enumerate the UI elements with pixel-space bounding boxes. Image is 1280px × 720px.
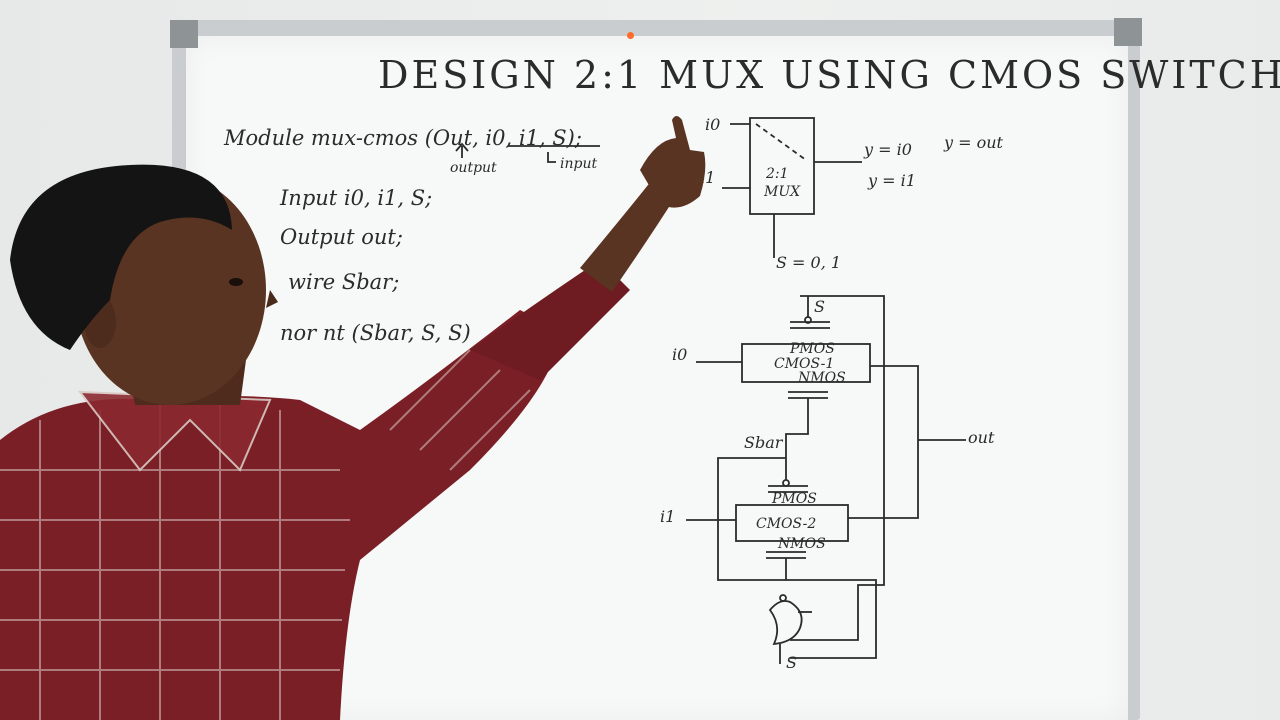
code-output-note: output — [450, 160, 497, 176]
cmos1-top-label: PMOS — [789, 341, 835, 357]
board-corner-top-left — [170, 20, 198, 48]
cmos1-nmos-gate — [785, 391, 828, 458]
code-input-note: input — [560, 156, 597, 172]
cmos2-name: CMOS-2 — [756, 516, 816, 532]
input-arrow — [547, 152, 556, 163]
mux-input-i0-label: i0 — [705, 115, 720, 134]
cmos2-input-label: i1 — [660, 507, 675, 526]
code-input-decl: Input i0, i1, S; — [279, 186, 432, 210]
forearm — [580, 180, 676, 292]
cmos1-bottom-label: NMOS — [797, 370, 846, 386]
board-title: DESIGN 2:1 MUX USING CMOS SWITCH — [378, 53, 1280, 97]
cmos1-input-label: i0 — [672, 345, 687, 364]
shirt-checks — [0, 349, 531, 720]
mux-select-label: S = 0, 1 — [776, 253, 841, 272]
cmos1-box — [741, 343, 871, 383]
nor-output-bubble — [779, 594, 787, 602]
sbar-wire — [717, 457, 877, 659]
out-label: out — [968, 428, 995, 447]
code-nor-decl: nor nt (Sbar, S, S) — [280, 321, 471, 345]
output-arrow — [455, 142, 469, 158]
code-wire-decl: wire Sbar; — [288, 270, 399, 294]
nor-select-label: S — [786, 653, 797, 672]
eye — [229, 278, 243, 286]
sbar-label: Sbar — [744, 433, 784, 452]
mux-switch-line — [755, 123, 807, 161]
cmos2-nmos-gate — [766, 551, 806, 580]
mux-eq-i0: y = i0 — [863, 140, 912, 159]
cmos1-gate-bubble — [804, 316, 812, 324]
mux-block — [749, 117, 815, 215]
cmos2-gate-bubble — [782, 479, 790, 487]
cmos1-select-label: S — [814, 297, 825, 316]
nose — [266, 290, 278, 308]
cmos1-name: CMOS-1 — [774, 356, 834, 372]
code-output-decl: Output out; — [280, 225, 403, 249]
select-feedback-wire — [790, 295, 885, 641]
pointing-hand — [640, 116, 706, 208]
hair — [10, 164, 232, 350]
mux-eq-i1: y = i1 — [867, 171, 916, 190]
sleeve — [470, 260, 630, 380]
mux-eq-out: y = out — [943, 133, 1004, 152]
board-corner-top-right — [1114, 18, 1142, 46]
cmos2-top-label: PMOS — [771, 491, 817, 507]
cmos2-bottom-label: NMOS — [777, 536, 826, 552]
cmos2-box — [735, 504, 849, 542]
board-magnet — [627, 32, 634, 39]
output-bus-wire — [848, 365, 919, 519]
mux-input-wires — [722, 123, 750, 189]
mux-name-bottom: MUX — [763, 184, 801, 200]
mux-name-top: 2:1 — [765, 166, 789, 182]
